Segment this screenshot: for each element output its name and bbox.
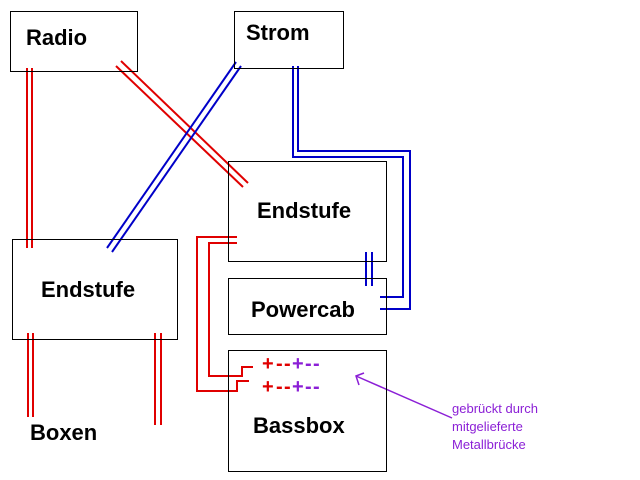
arrow-shaft <box>355 375 453 419</box>
endstufe-top-box <box>228 161 387 262</box>
red-wires <box>26 60 253 425</box>
terminal-2-minus-purple-a: - <box>305 376 312 398</box>
endstufe-top-label: Endstufe <box>257 198 352 223</box>
arrow-head <box>355 372 365 386</box>
powercab-label: Powercab <box>251 297 355 322</box>
terminal-1-minus-purple-a: - <box>305 353 312 375</box>
boxen-label: Boxen <box>30 420 98 445</box>
wire-strom-endstufe-b <box>111 65 242 253</box>
annotation-line-3: Metallbrücke <box>452 437 526 452</box>
terminal-2-plus-red: + <box>262 376 274 398</box>
strom-label: Strom <box>246 20 310 45</box>
wire-strom-endstufe-a <box>106 61 237 249</box>
endstufe-left-box <box>12 239 178 340</box>
wire-endstufe-bassbox-inner <box>208 242 253 377</box>
annotation-arrow <box>355 372 453 419</box>
bassbox-box <box>228 350 387 472</box>
terminal-1-plus-red: + <box>262 353 274 375</box>
powercab-box <box>228 278 387 335</box>
annotation-line-2: mitgelieferte <box>452 419 523 434</box>
wire-strom-powercab-b <box>297 66 411 310</box>
terminal-1-minus-purple-b: - <box>313 353 320 375</box>
terminal-1-minus-red-b: - <box>284 353 291 375</box>
wire-radio-endstufe-diag-a <box>115 65 244 188</box>
bassbox-label: Bassbox <box>253 413 345 438</box>
strom-box <box>234 11 344 69</box>
radio-box <box>10 11 138 72</box>
terminal-2-minus-red-b: - <box>284 376 291 398</box>
wire-strom-powercab-a <box>292 66 404 298</box>
annotation-line-1: gebrückt durch <box>452 401 538 416</box>
terminal-1-plus-purple: + <box>292 353 304 375</box>
terminal-1-minus-red-a: - <box>276 353 283 375</box>
terminal-2-minus-purple-b: - <box>313 376 320 398</box>
radio-label: Radio <box>26 25 88 50</box>
wire-endstufe-bassbox-outer <box>196 236 249 392</box>
endstufe-left-label: Endstufe <box>41 277 136 302</box>
terminal-2-minus-red-a: - <box>276 376 283 398</box>
blue-wires <box>106 61 411 310</box>
wire-radio-endstufe-diag-b <box>120 60 249 184</box>
terminal-2-plus-purple: + <box>292 376 304 398</box>
